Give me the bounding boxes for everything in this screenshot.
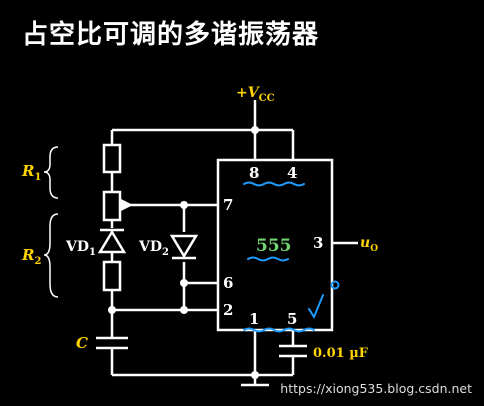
vd2-diode bbox=[169, 234, 199, 260]
pin-4: 4 bbox=[287, 164, 297, 182]
potentiometer bbox=[102, 190, 122, 222]
junctions bbox=[108, 126, 259, 379]
diagram-title: 占空比可调的多谐振荡器 bbox=[22, 20, 320, 50]
pin-2: 2 bbox=[223, 301, 233, 319]
c-label: C bbox=[76, 334, 88, 352]
vd1-diode bbox=[97, 228, 127, 254]
r2-brace bbox=[43, 213, 59, 298]
r1-resistor bbox=[102, 143, 122, 174]
r1-brace bbox=[43, 146, 59, 199]
r2-resistor bbox=[102, 260, 122, 292]
pen-annotations bbox=[243, 181, 340, 333]
pin-5: 5 bbox=[287, 310, 297, 328]
pin-6: 6 bbox=[223, 274, 233, 292]
vcc-label: +VCC bbox=[236, 85, 275, 104]
vd1-label: VD1 bbox=[65, 239, 96, 258]
c2-label: 0.01 µF bbox=[313, 346, 369, 361]
output-label: uO bbox=[360, 235, 378, 254]
wires bbox=[96, 100, 358, 387]
pin-7: 7 bbox=[223, 196, 233, 214]
vd2-label: VD2 bbox=[138, 239, 169, 258]
r1-label: R1 bbox=[21, 162, 41, 183]
watermark: https://xiong535.blog.csdn.net bbox=[280, 381, 472, 396]
ic-name: 555 bbox=[256, 236, 292, 256]
r2-label: R2 bbox=[21, 246, 41, 267]
pin-3: 3 bbox=[313, 234, 323, 252]
pin-1: 1 bbox=[249, 310, 259, 328]
ic-555-body bbox=[216, 158, 334, 332]
pin-8: 8 bbox=[249, 164, 259, 182]
